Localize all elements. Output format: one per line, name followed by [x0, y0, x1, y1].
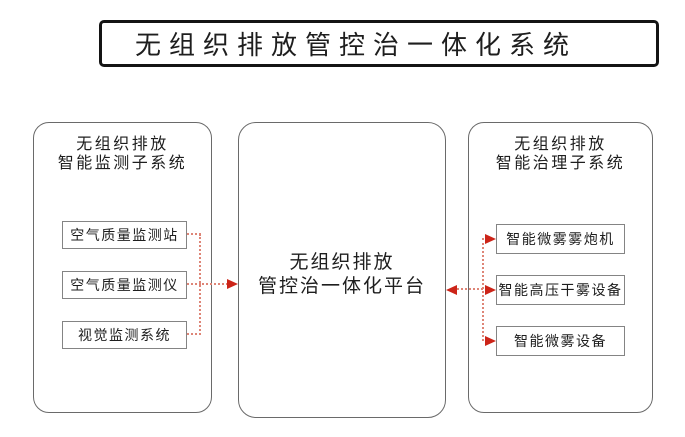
- air-quality-monitor-label: 空气质量监测仪: [70, 279, 179, 294]
- monitoring-station-connector-line: [187, 233, 201, 235]
- micro-fog-equipment-box: 智能微雾设备: [496, 326, 625, 356]
- high-pressure-dry-fog-equipment-box: 智能高压干雾设备: [496, 275, 625, 305]
- monitoring-subsystem-title-line1: 无组织排放: [76, 136, 169, 153]
- diagram-title-box: 无组织排放管控治一体化系统: [99, 20, 659, 67]
- dry-fog-equipment-arrow-icon: [485, 285, 496, 295]
- integrated-platform-panel: 无组织排放 管控治一体化平台: [238, 122, 446, 418]
- air-quality-monitoring-station-box: 空气质量监测站: [62, 221, 187, 249]
- micro-fog-cannon-box: 智能微雾雾炮机: [496, 224, 625, 254]
- platform-to-treatment-line: [457, 288, 483, 290]
- visual-monitoring-system-label: 视觉监测系统: [78, 329, 171, 344]
- integrated-platform-title: 无组织排放 管控治一体化平台: [239, 123, 445, 417]
- treatment-subsystem-title-line1: 无组织排放: [514, 136, 607, 153]
- monitoring-instrument-connector-line: [187, 283, 201, 285]
- micro-fog-equipment-label: 智能微雾设备: [514, 335, 607, 350]
- monitoring-subsystem-title-line2: 智能监测子系统: [57, 155, 188, 172]
- visual-monitoring-system-box: 视觉监测系统: [62, 321, 187, 349]
- integrated-platform-title-line1: 无组织排放: [289, 252, 395, 273]
- integrated-platform-title-line2: 管控治一体化平台: [257, 276, 426, 297]
- diagram-title: 无组织排放管控治一体化系统: [134, 31, 577, 60]
- micro-fog-equipment-arrow-icon: [485, 336, 496, 346]
- micro-fog-cannon-label: 智能微雾雾炮机: [506, 233, 615, 248]
- air-quality-monitor-box: 空气质量监测仪: [62, 271, 187, 299]
- monitoring-subsystem-panel: 无组织排放 智能监测子系统: [33, 122, 212, 413]
- monitoring-to-platform-arrow-icon: [227, 279, 238, 289]
- high-pressure-dry-fog-equipment-label: 智能高压干雾设备: [498, 284, 623, 299]
- fog-cannon-arrow-icon: [485, 234, 496, 244]
- treatment-bus-line: [482, 238, 484, 341]
- air-quality-monitoring-station-label: 空气质量监测站: [70, 229, 179, 244]
- visual-system-connector-line: [187, 333, 201, 335]
- treatment-subsystem-title-line2: 智能治理子系统: [495, 155, 626, 172]
- treatment-subsystem-title: 无组织排放 智能治理子系统: [469, 123, 652, 173]
- treatment-to-platform-arrow-icon: [446, 285, 457, 295]
- monitoring-to-platform-line: [199, 283, 228, 285]
- monitoring-subsystem-title: 无组织排放 智能监测子系统: [34, 123, 211, 173]
- treatment-subsystem-panel: 无组织排放 智能治理子系统: [468, 122, 653, 413]
